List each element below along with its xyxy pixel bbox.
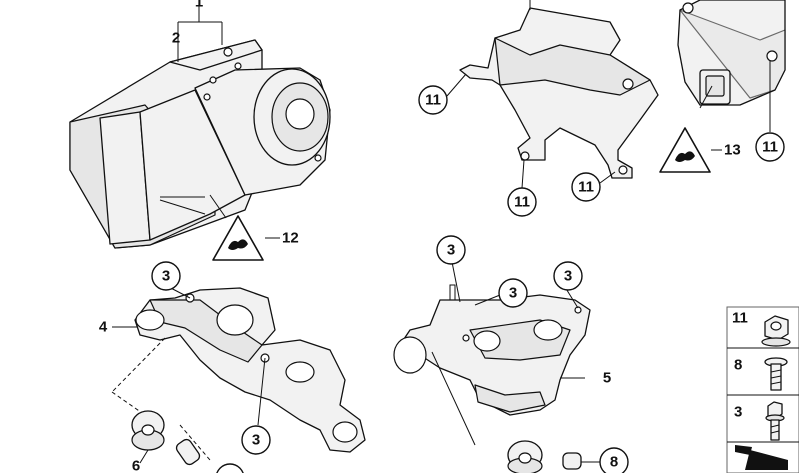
callout-circle-11: 11: [755, 132, 785, 162]
callout-2: 2: [172, 30, 180, 47]
callout-circle-3: 3: [436, 235, 466, 265]
svg-text:11: 11: [514, 194, 530, 211]
mounting-bracket-right: [393, 284, 591, 416]
abs-hydraulic-unit: [69, 39, 331, 249]
callout-circle-11: 11: [571, 171, 616, 202]
nut-icon: [761, 315, 791, 347]
svg-text:11: 11: [762, 139, 778, 156]
callout-circle-8: 8: [599, 447, 629, 473]
abs-bracket-upper: [459, 0, 659, 179]
callout-1: 1: [195, 0, 203, 11]
svg-text:3: 3: [252, 432, 260, 449]
leader-lines-1-2: [177, 4, 227, 219]
wedge-icon: [735, 445, 788, 470]
svg-text:3: 3: [447, 242, 455, 259]
sleeve-left: [175, 438, 201, 466]
svg-text:8: 8: [610, 454, 618, 471]
svg-text:11: 11: [578, 179, 594, 196]
svg-text:11: 11: [425, 92, 441, 109]
screw-icon: [764, 357, 788, 391]
fastener-legend: 11 8 3: [726, 306, 799, 473]
callout-12: 12: [282, 230, 299, 247]
callout-circle-3: 3: [553, 261, 583, 291]
control-module: [677, 0, 786, 132]
callout-6: 6: [132, 458, 140, 473]
mounting-bracket-left: [134, 287, 366, 453]
warning-triangle-icon: [212, 215, 280, 261]
warning-triangle-icon: [659, 127, 722, 173]
callout-5: 5: [603, 370, 611, 387]
bolt-icon: [765, 401, 785, 441]
callout-circle-3: 3: [498, 278, 528, 308]
callout-circle-partial: [216, 463, 244, 473]
svg-text:3: 3: [509, 285, 517, 302]
callout-circle-3: 3: [241, 425, 271, 455]
callout-circle-3: 3: [151, 261, 181, 291]
legend-number-11: 11: [732, 310, 748, 327]
legend-number-8: 8: [734, 357, 742, 374]
legend-number-3: 3: [734, 404, 742, 421]
callout-circle-11: 11: [418, 73, 467, 115]
rubber-grommet-right: [507, 440, 543, 473]
svg-text:3: 3: [564, 268, 572, 285]
callout-circle-11: 11: [507, 159, 537, 217]
callout-13: 13: [724, 142, 741, 159]
sleeve-right: [562, 452, 582, 470]
callout-4: 4: [99, 319, 108, 336]
rubber-grommet-left: [131, 410, 165, 464]
svg-text:3: 3: [162, 268, 170, 285]
